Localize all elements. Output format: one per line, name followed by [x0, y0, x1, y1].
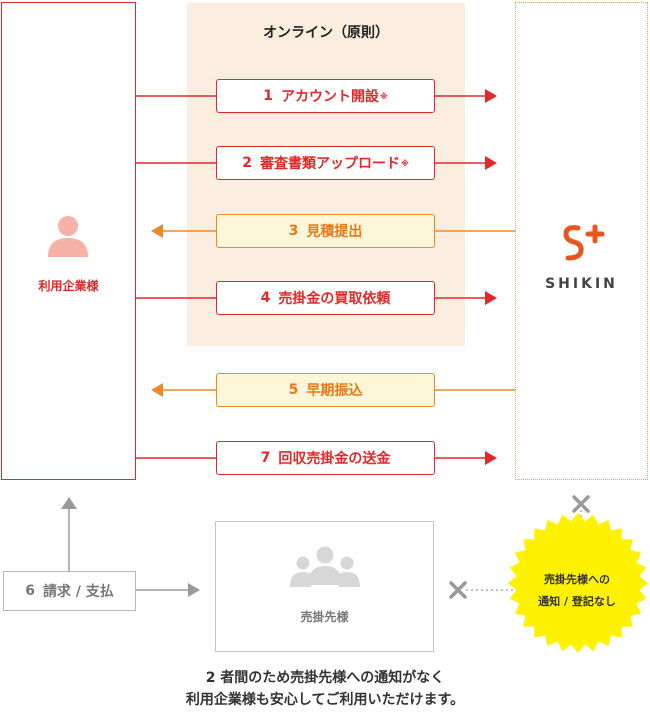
- note-mark: ※: [379, 91, 388, 101]
- company-label: 利用企業様: [38, 279, 99, 293]
- footnote-line-1: 2 者間のため売掛先様への通知がなく: [205, 670, 445, 686]
- step-label: 審査書類アップロード: [259, 156, 400, 172]
- step-number: 5: [288, 382, 299, 398]
- step-purchase-request: 4 売掛金の買取依頼: [216, 281, 435, 315]
- step-number: 3: [288, 223, 299, 239]
- step-number: 6: [25, 583, 35, 599]
- arrow-step-1: [136, 89, 497, 103]
- no-notice-line-2: 通知 / 登記なし: [538, 595, 616, 608]
- footnote: 2 者間のため売掛先様への通知がなく 利用企業様も安心してご利用いただけます。: [0, 667, 650, 711]
- step-account-opening: 1 アカウント開設 ※: [216, 79, 435, 113]
- step-number: 1: [263, 88, 273, 104]
- group-icon: [290, 546, 360, 587]
- step-label: アカウント開設: [280, 89, 379, 105]
- cross-icon: [449, 581, 467, 599]
- step-label: 売掛金の買取依頼: [278, 291, 391, 307]
- shikin-box: [515, 2, 648, 480]
- step-label: 請求 / 支払: [42, 584, 114, 600]
- step-label: 早期振込: [306, 383, 363, 399]
- note-mark: ※: [400, 158, 409, 168]
- online-title: オンライン（原則）: [263, 25, 389, 41]
- shikin-logo-icon: [563, 224, 605, 261]
- customer-box: [215, 521, 434, 652]
- arrow-step-3: [151, 224, 515, 238]
- arrow-step-5: [151, 383, 515, 397]
- footnote-line-2: 利用企業様も安心してご利用いただけます。: [185, 692, 465, 708]
- step-label: 見積提出: [306, 224, 363, 240]
- arrow-step-6-right: [136, 583, 200, 597]
- person-icon: [48, 216, 88, 257]
- step-document-upload: 2 審査書類アップロード ※: [216, 146, 435, 180]
- step-collected-remittance: 7 回収売掛金の送金: [216, 441, 435, 475]
- no-notice-line-1: 売掛先様への: [544, 573, 610, 586]
- cross-icon: [572, 495, 590, 513]
- step-number: 7: [260, 450, 271, 466]
- shikin-wordmark: SHIKIN: [545, 276, 618, 292]
- no-notice-burst: [508, 513, 648, 653]
- arrow-step-2: [136, 156, 497, 170]
- customer-label: 売掛先様: [300, 610, 349, 624]
- step-number: 2: [242, 155, 252, 171]
- step-label: 回収売掛金の送金: [278, 451, 391, 467]
- arrow-step-6-up: [61, 497, 77, 571]
- step-quote-submission: 3 見積提出: [216, 214, 435, 248]
- step-invoice-payment: 6 請求 / 支払: [3, 571, 136, 611]
- step-number: 4: [260, 290, 271, 306]
- arrow-step-4: [136, 291, 497, 305]
- step-early-transfer: 5 早期振込: [216, 373, 435, 407]
- no-notice-text: 売掛先様への 通知 / 登記なし: [512, 569, 642, 613]
- arrow-step-7: [136, 451, 497, 465]
